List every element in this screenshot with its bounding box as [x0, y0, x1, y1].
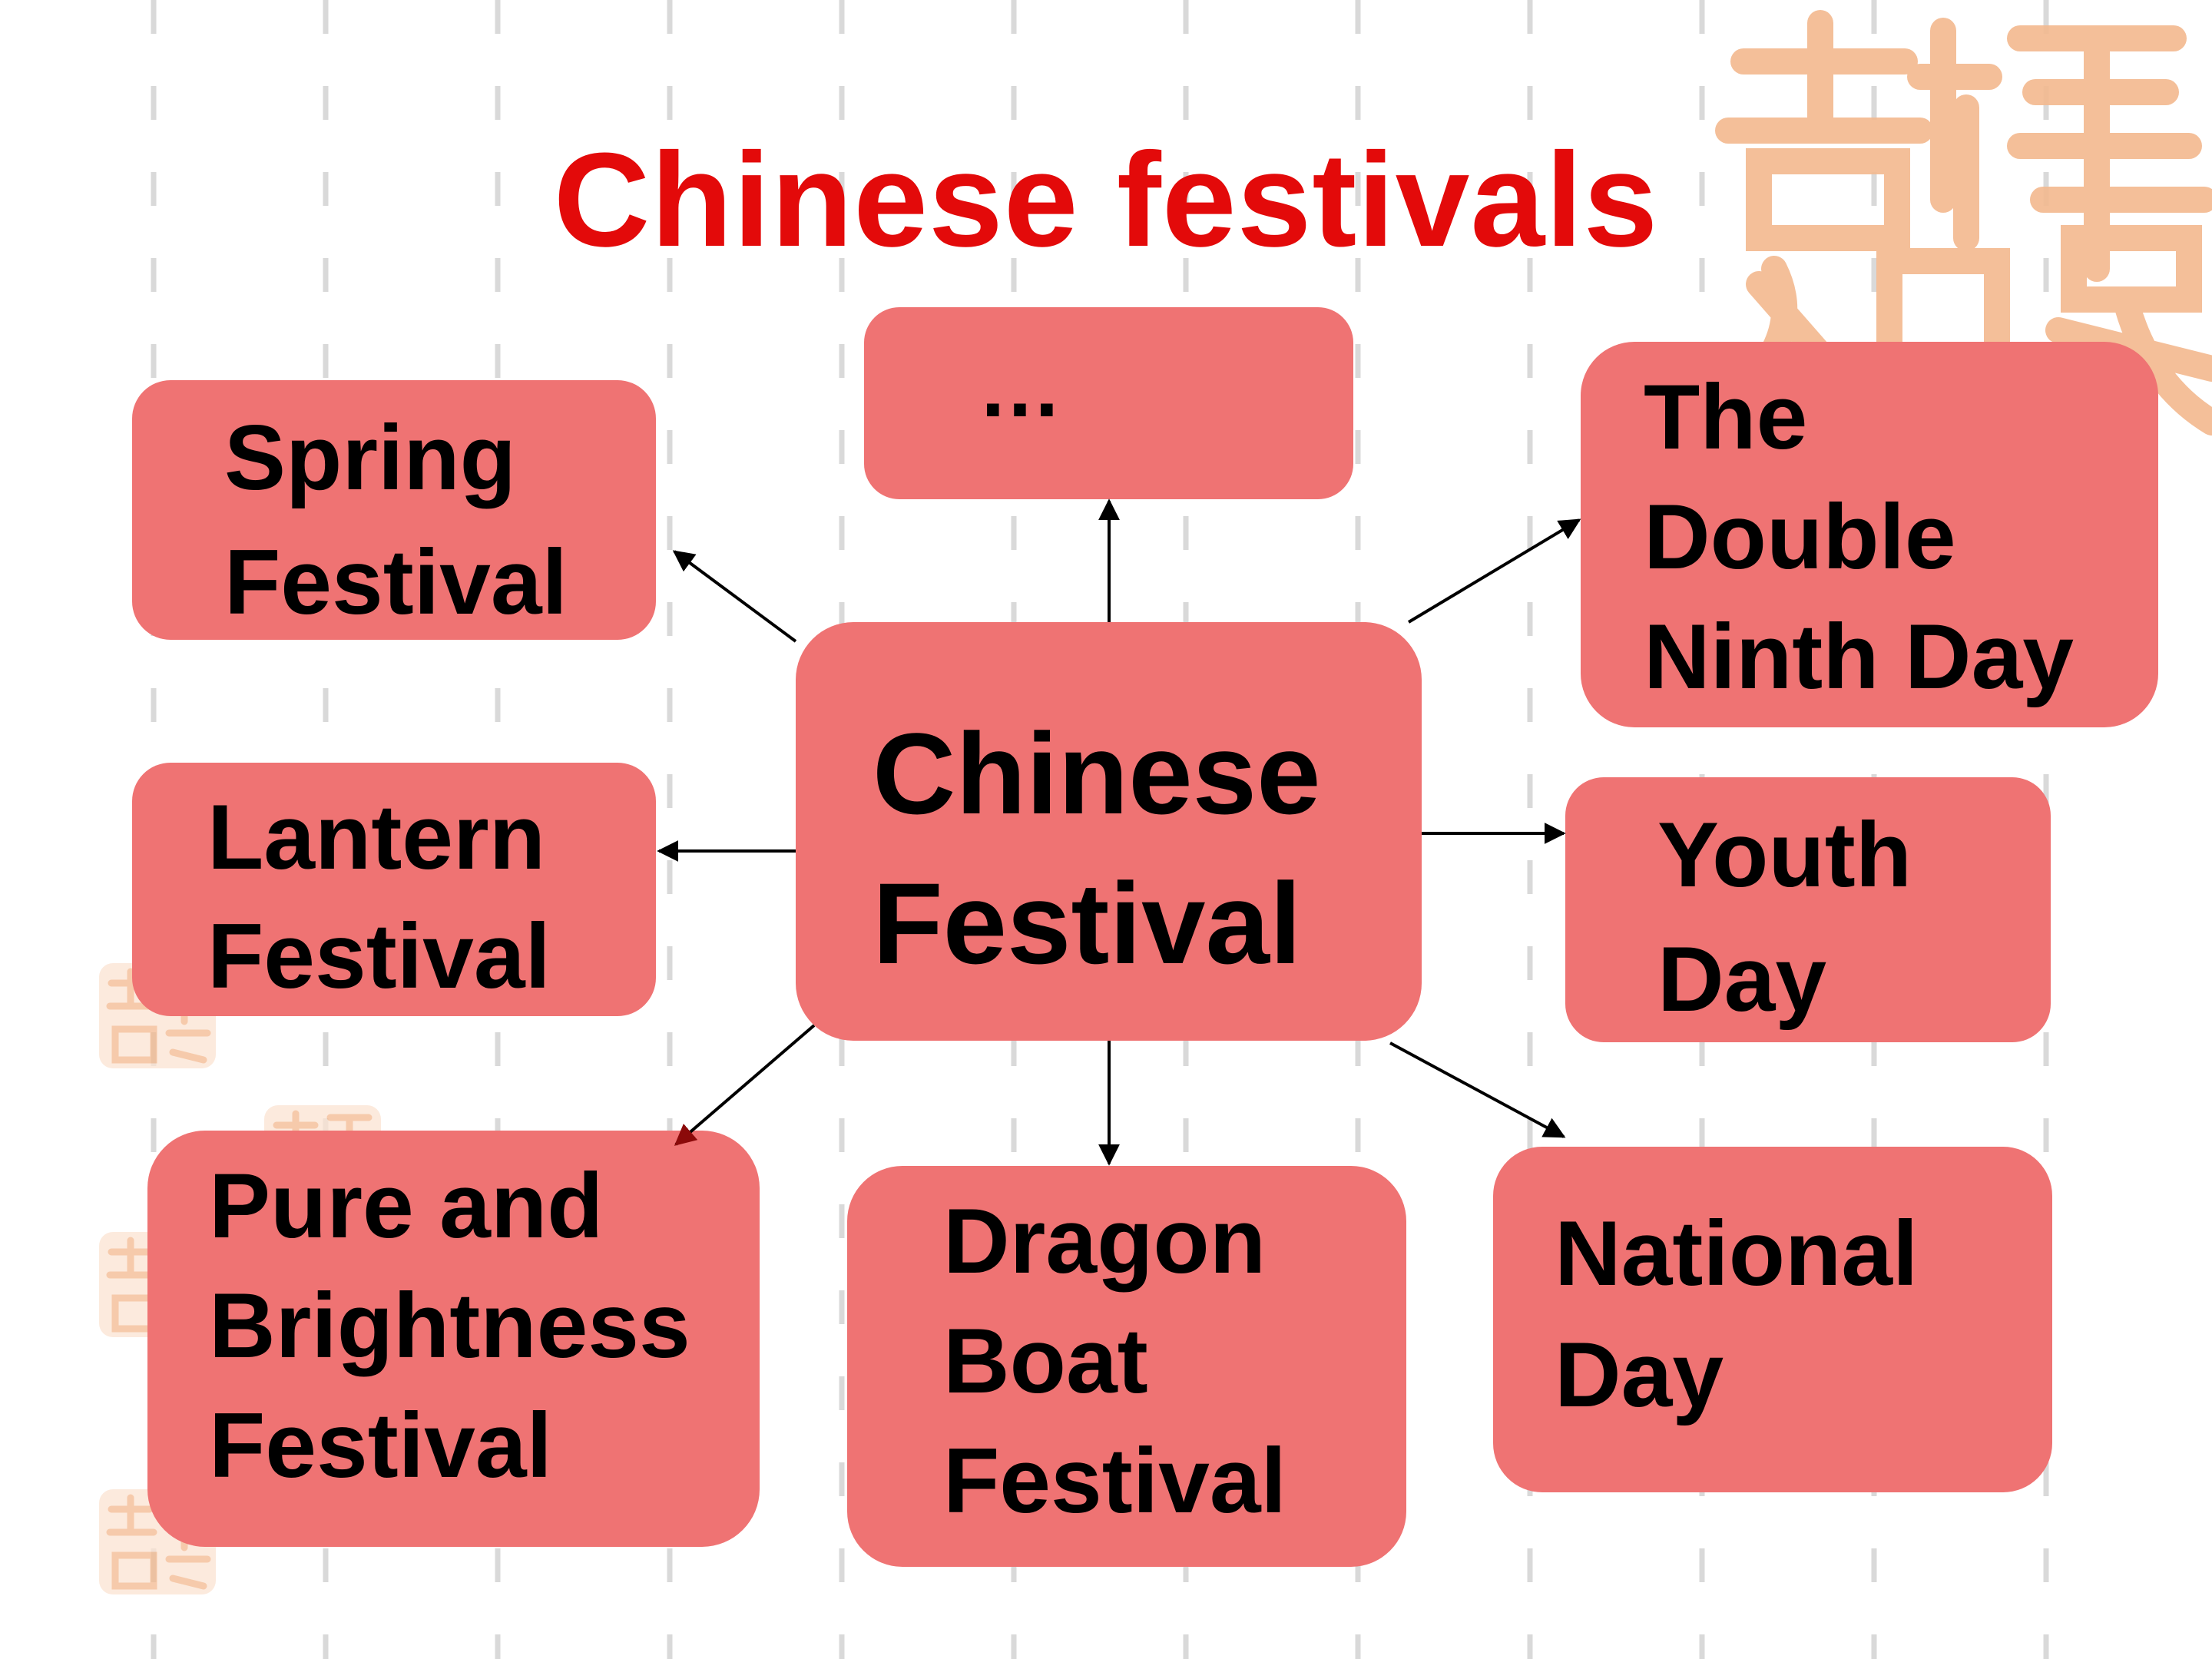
node-youth-day: Youth Day: [1565, 777, 2051, 1042]
node-double-ninth-day-label: The Double Ninth Day: [1644, 366, 2075, 708]
node-national-day-label: National Day: [1555, 1202, 1919, 1426]
node-lantern-festival: Lantern Festival: [132, 763, 656, 1016]
node-pure-brightness-festival: Pure and Brightness Festival: [147, 1131, 760, 1547]
node-spring-festival-label: Spring Festival: [224, 406, 568, 634]
node-youth-day-label: Youth Day: [1657, 803, 1912, 1031]
node-ellipsis-label: …: [978, 340, 1062, 435]
node-dragon-boat-festival: Dragon Boat Festival: [847, 1166, 1406, 1567]
node-ellipsis: …: [864, 307, 1353, 499]
node-national-day: National Day: [1493, 1147, 2052, 1492]
node-dragon-boat-festival-label: Dragon Boat Festival: [943, 1190, 1286, 1532]
node-lantern-festival-label: Lantern Festival: [207, 786, 551, 1008]
slide-title: Chinese festivals: [553, 124, 1659, 274]
center-node-label: Chinese Festival: [873, 709, 1321, 988]
node-spring-festival: Spring Festival: [132, 380, 656, 640]
node-double-ninth-day: The Double Ninth Day: [1581, 342, 2158, 727]
node-pure-brightness-festival-label: Pure and Brightness Festival: [209, 1154, 690, 1497]
center-node-chinese-festival: Chinese Festival: [796, 622, 1422, 1041]
